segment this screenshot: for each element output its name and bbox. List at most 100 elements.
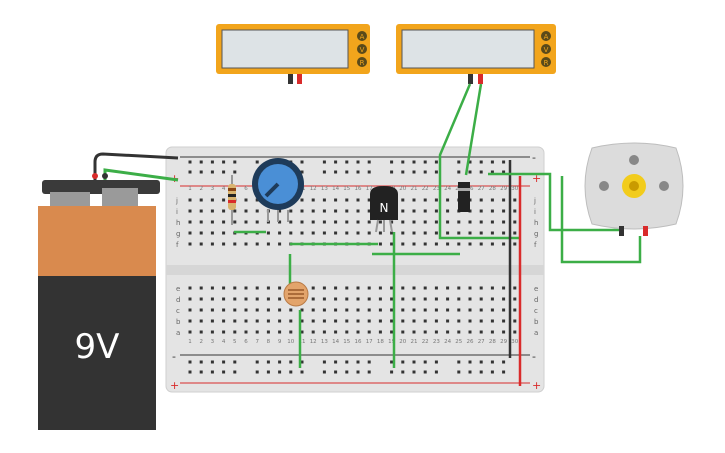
rail-hole[interactable] <box>210 360 214 364</box>
rail-hole[interactable] <box>266 360 270 364</box>
multimeter-2-probe-black[interactable] <box>468 74 473 84</box>
wire-green-motor-a[interactable] <box>488 172 620 232</box>
rail-hole[interactable] <box>233 170 237 174</box>
breadboard-hole[interactable] <box>502 319 506 323</box>
breadboard-hole[interactable] <box>378 297 382 301</box>
breadboard-hole[interactable] <box>490 297 494 301</box>
rail-hole[interactable] <box>457 360 461 364</box>
breadboard-hole[interactable] <box>502 308 506 312</box>
rail-hole[interactable] <box>356 360 360 364</box>
breadboard-hole[interactable] <box>334 308 338 312</box>
breadboard-hole[interactable] <box>334 319 338 323</box>
breadboard-hole[interactable] <box>222 198 226 202</box>
rail-hole[interactable] <box>434 360 438 364</box>
breadboard-hole[interactable] <box>390 242 394 246</box>
multimeter-1-probe-black[interactable] <box>288 74 293 84</box>
breadboard-hole[interactable] <box>266 308 270 312</box>
dc-motor[interactable] <box>584 142 684 236</box>
rail-hole[interactable] <box>233 160 237 164</box>
rail-hole[interactable] <box>468 170 472 174</box>
breadboard-hole[interactable] <box>356 308 360 312</box>
breadboard-hole[interactable] <box>412 286 416 290</box>
rail-hole[interactable] <box>210 170 214 174</box>
multimeter-1-probe-red[interactable] <box>297 74 302 84</box>
breadboard-hole[interactable] <box>401 231 405 235</box>
breadboard-hole[interactable] <box>446 319 450 323</box>
breadboard-hole[interactable] <box>367 231 371 235</box>
breadboard-hole[interactable] <box>412 220 416 224</box>
breadboard-hole[interactable] <box>222 297 226 301</box>
breadboard-hole[interactable] <box>199 319 203 323</box>
breadboard-hole[interactable] <box>311 297 315 301</box>
breadboard-hole[interactable] <box>334 220 338 224</box>
rail-hole[interactable] <box>334 370 338 374</box>
breadboard-hole[interactable] <box>457 319 461 323</box>
rail-hole[interactable] <box>401 160 405 164</box>
breadboard-hole[interactable] <box>434 286 438 290</box>
multimeter-1-button-v[interactable] <box>357 44 367 54</box>
breadboard-hole[interactable] <box>502 330 506 334</box>
rail-hole[interactable] <box>468 160 472 164</box>
rail-hole[interactable] <box>188 170 192 174</box>
breadboard-hole[interactable] <box>244 286 248 290</box>
breadboard-hole[interactable] <box>345 198 349 202</box>
rail-hole[interactable] <box>188 370 192 374</box>
breadboard-hole[interactable] <box>378 330 382 334</box>
breadboard-hole[interactable] <box>513 297 517 301</box>
rail-hole[interactable] <box>423 370 427 374</box>
rail-hole[interactable] <box>423 360 427 364</box>
rail-hole[interactable] <box>502 370 506 374</box>
breadboard-hole[interactable] <box>300 308 304 312</box>
breadboard-hole[interactable] <box>412 231 416 235</box>
breadboard-hole[interactable] <box>468 330 472 334</box>
breadboard-hole[interactable] <box>513 330 517 334</box>
breadboard-hole[interactable] <box>434 242 438 246</box>
rail-hole[interactable] <box>266 370 270 374</box>
breadboard-hole[interactable] <box>502 242 506 246</box>
breadboard-hole[interactable] <box>188 209 192 213</box>
breadboard-hole[interactable] <box>255 220 259 224</box>
rail-hole[interactable] <box>278 360 282 364</box>
rail-hole[interactable] <box>199 170 203 174</box>
rail-hole[interactable] <box>345 170 349 174</box>
breadboard-hole[interactable] <box>490 286 494 290</box>
breadboard-hole[interactable] <box>188 330 192 334</box>
breadboard-hole[interactable] <box>199 308 203 312</box>
breadboard-hole[interactable] <box>390 220 394 224</box>
breadboard-hole[interactable] <box>255 319 259 323</box>
rail-hole[interactable] <box>322 160 326 164</box>
breadboard-hole[interactable] <box>356 297 360 301</box>
breadboard-hole[interactable] <box>199 242 203 246</box>
breadboard-hole[interactable] <box>255 198 259 202</box>
breadboard-hole[interactable] <box>446 220 450 224</box>
breadboard-hole[interactable] <box>423 209 427 213</box>
rail-hole[interactable] <box>367 360 371 364</box>
breadboard-hole[interactable] <box>446 198 450 202</box>
breadboard-hole[interactable] <box>188 220 192 224</box>
rail-hole[interactable] <box>412 170 416 174</box>
breadboard-hole[interactable] <box>434 297 438 301</box>
breadboard-hole[interactable] <box>446 308 450 312</box>
breadboard-hole[interactable] <box>244 308 248 312</box>
rail-hole[interactable] <box>434 370 438 374</box>
breadboard-hole[interactable] <box>434 330 438 334</box>
breadboard-hole[interactable] <box>199 220 203 224</box>
breadboard-hole[interactable] <box>244 242 248 246</box>
breadboard-hole[interactable] <box>233 308 237 312</box>
rail-hole[interactable] <box>222 170 226 174</box>
breadboard-hole[interactable] <box>222 286 226 290</box>
breadboard-hole[interactable] <box>210 286 214 290</box>
breadboard-hole[interactable] <box>222 209 226 213</box>
breadboard-hole[interactable] <box>345 286 349 290</box>
breadboard-hole[interactable] <box>233 242 237 246</box>
rail-hole[interactable] <box>289 360 293 364</box>
breadboard-hole[interactable] <box>401 242 405 246</box>
breadboard-hole[interactable] <box>446 286 450 290</box>
breadboard-hole[interactable] <box>289 319 293 323</box>
breadboard-hole[interactable] <box>490 242 494 246</box>
rail-hole[interactable] <box>188 360 192 364</box>
rail-hole[interactable] <box>367 370 371 374</box>
breadboard-hole[interactable] <box>188 231 192 235</box>
breadboard-hole[interactable] <box>266 330 270 334</box>
breadboard-hole[interactable] <box>255 297 259 301</box>
